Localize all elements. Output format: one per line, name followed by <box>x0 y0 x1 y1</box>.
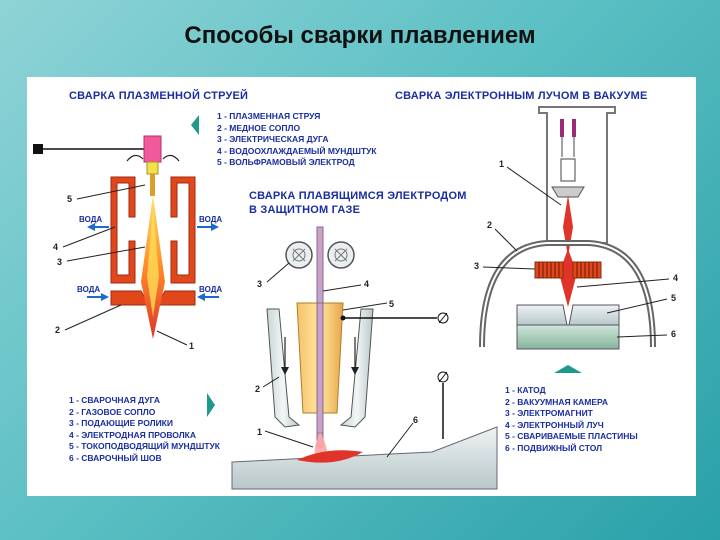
copper-nozzle-left <box>110 290 150 306</box>
legend-item: 2 - ГАЗОВОЕ СОПЛО <box>69 406 156 417</box>
legend-item: 2 - МЕДНОЕ СОПЛО <box>217 122 301 133</box>
electrode-legend: 1 - СВАРОЧНАЯ ДУГА 2 - ГАЗОВОЕ СОПЛО 3 -… <box>69 395 220 464</box>
gun-housing <box>538 106 616 244</box>
callout-number: 5 <box>389 299 395 309</box>
legend-item: 6 - СВАРОЧНЫЙ ШОВ <box>69 452 162 463</box>
callout-number: 3 <box>57 257 63 267</box>
mig-torch <box>231 226 498 490</box>
diagram-drawing <box>33 106 670 490</box>
ebeam-legend: 1 - КАТОД 2 - ВАКУУМНАЯ КАМЕРА 3 - ЭЛЕКТ… <box>505 385 638 454</box>
water-label: ВОДА <box>199 215 223 224</box>
legend-item: 1 - ПЛАЗМЕННАЯ СТРУЯ <box>217 111 321 121</box>
legend-item: 1 - СВАРОЧНАЯ ДУГА <box>69 395 161 405</box>
callout-number: 4 <box>53 242 59 252</box>
water-jacket-right <box>170 176 196 284</box>
callout-number: 5 <box>67 194 73 204</box>
electrode-heading-line1: СВАРКА ПЛАВЯЩИМСЯ ЭЛЕКТРОДОМ <box>249 190 467 202</box>
ebeam-chamber <box>479 106 670 373</box>
copper-nozzle-right <box>156 290 196 306</box>
callout-number: 3 <box>474 261 480 271</box>
electrode-holder <box>143 135 162 163</box>
electrode-heading-line2: В ЗАЩИТНОМ ГАЗЕ <box>249 204 361 216</box>
workpiece <box>231 426 498 490</box>
callout-number: 2 <box>55 325 61 335</box>
moving-table <box>516 324 620 350</box>
terminal-block <box>33 144 43 154</box>
callout-number: 6 <box>413 415 419 425</box>
nav-arrow-up <box>554 365 582 373</box>
plasma-legend: 1 - ПЛАЗМЕННАЯ СТРУЯ 2 - МЕДНОЕ СОПЛО 3 … <box>217 111 377 169</box>
electromagnet-left <box>534 261 564 279</box>
weld-seam <box>297 450 363 463</box>
diagram-panel: СВАРКА ПЛАЗМЕННОЙ СТРУЕЙ СВАРКА ПЛАВЯЩИМ… <box>27 77 696 496</box>
water-jacket-left <box>110 176 136 284</box>
legend-item: 4 - ВОДООХЛАЖДАЕМЫЙ МУНДШТУК <box>217 145 377 156</box>
callout-number: 1 <box>499 159 505 169</box>
water-label: ВОДА <box>77 285 101 294</box>
callout-number: 6 <box>671 329 677 339</box>
callout-number: 3 <box>257 279 263 289</box>
legend-item: 3 - ПОДАЮЩИЕ РОЛИКИ <box>69 418 173 428</box>
callout-number: 2 <box>255 384 261 394</box>
plate-right <box>568 304 620 326</box>
nav-arrow-right <box>207 393 215 417</box>
legend-item: 5 - ВОЛЬФРАМОВЫЙ ЭЛЕКТРОД <box>217 157 355 167</box>
ebeam-heading: СВАРКА ЭЛЕКТРОННЫМ ЛУЧОМ В ВАКУУМЕ <box>395 90 648 102</box>
water-label: ВОДА <box>79 215 103 224</box>
legend-item: 2 - ВАКУУМНАЯ КАМЕРА <box>505 396 609 407</box>
legend-item: 1 - КАТОД <box>505 385 546 395</box>
callout-number: 1 <box>189 341 195 351</box>
legend-item: 4 - ЭЛЕКТРОННЫЙ ЛУЧ <box>505 419 604 430</box>
cathode <box>560 158 576 182</box>
plasma-torch <box>33 115 219 417</box>
legend-item: 3 - ЭЛЕКТРИЧЕСКАЯ ДУГА <box>217 134 329 144</box>
electromagnet-right <box>572 261 602 279</box>
legend-item: 5 - СВАРИВАЕМЫЕ ПЛАСТИНЫ <box>505 431 638 441</box>
water-label: ВОДА <box>199 285 223 294</box>
callout-number: 2 <box>487 220 493 230</box>
legend-item: 5 - ТОКОПОДВОДЯЩИЙ МУНДШТУК <box>69 441 220 451</box>
callout-number: 1 <box>257 427 263 437</box>
callout-number: 5 <box>671 293 677 303</box>
slide-title: Способы сварки плавлением <box>184 22 536 49</box>
legend-item: 6 - ПОДВИЖНЫЙ СТОЛ <box>505 442 603 453</box>
legend-item: 3 - ЭЛЕКТРОМАГНИТ <box>505 408 593 418</box>
plate-left <box>516 304 568 326</box>
callout-number: 4 <box>673 273 679 283</box>
legend-item: 4 - ЭЛЕКТРОДНАЯ ПРОВОЛКА <box>69 429 196 440</box>
callout-number: 4 <box>364 279 370 289</box>
nav-arrow-left <box>191 115 199 135</box>
plasma-heading: СВАРКА ПЛАЗМЕННОЙ СТРУЕЙ <box>69 90 249 102</box>
